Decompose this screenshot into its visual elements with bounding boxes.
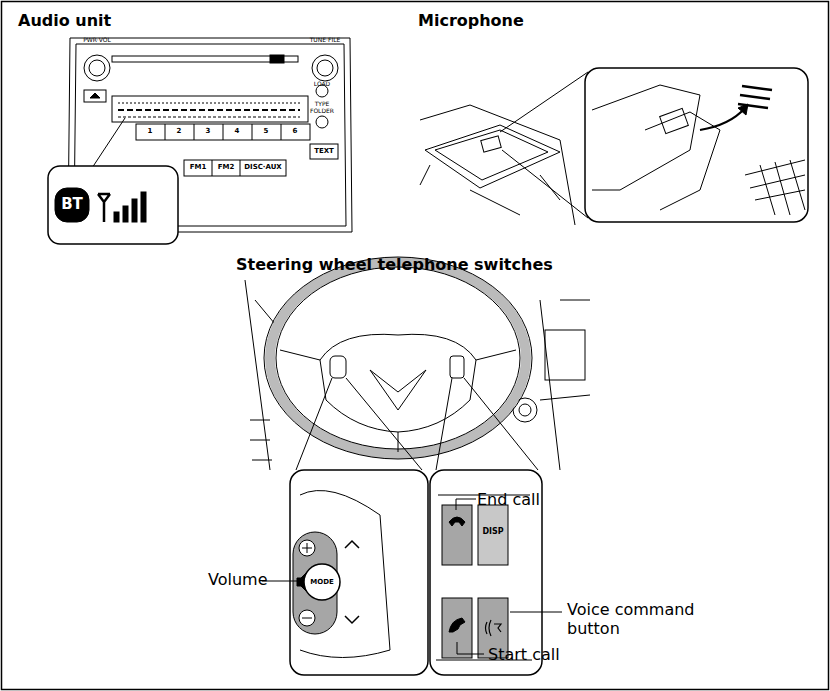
- preset-number: 6: [285, 127, 305, 135]
- button-label: MODE: [305, 578, 339, 586]
- panel-heading: Audio unit: [18, 11, 238, 30]
- part-label: Volume: [208, 570, 298, 589]
- part-label: End call: [477, 490, 577, 509]
- preset-number: 1: [140, 127, 160, 135]
- button-label: DISP: [478, 527, 508, 537]
- control-label: TYPE FOLDER: [308, 100, 336, 114]
- part-label: Voice command button: [567, 600, 727, 638]
- control-label: PWR·VOL: [75, 36, 119, 43]
- control-label: LOAD: [307, 80, 337, 87]
- button-label: DISC·AUX: [240, 163, 286, 171]
- panel-heading: Steering wheel telephone switches: [236, 255, 656, 274]
- steering-wheel-drawing: [245, 257, 590, 675]
- panel-heading: Microphone: [418, 11, 638, 30]
- button-label: TEXT: [309, 147, 339, 155]
- audio-unit-drawing: [48, 38, 352, 244]
- button-label: FM1: [184, 163, 212, 171]
- preset-number: 4: [227, 127, 247, 135]
- microphone-drawing: [420, 68, 808, 225]
- bluetooth-icon-text: BT: [55, 195, 89, 213]
- preset-number: 5: [256, 127, 276, 135]
- part-label: Start call: [488, 645, 598, 664]
- button-label: FM2: [212, 163, 240, 171]
- preset-number: 2: [169, 127, 189, 135]
- control-label: TUNE·FILE: [301, 36, 349, 43]
- preset-number: 3: [198, 127, 218, 135]
